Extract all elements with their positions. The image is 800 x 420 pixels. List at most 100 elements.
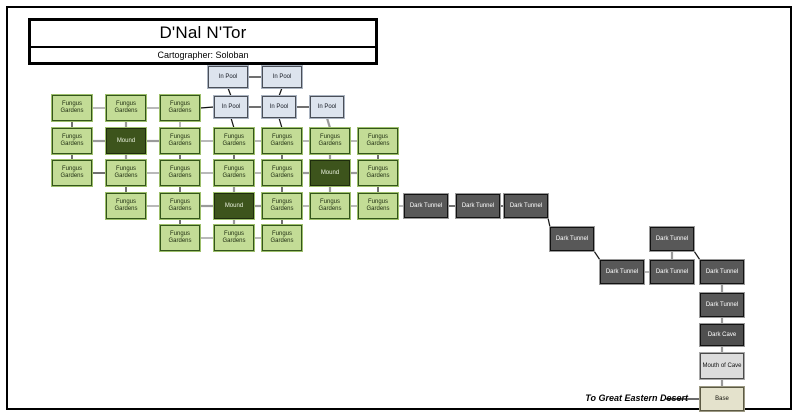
- node-label: Fungus Gardens: [366, 199, 390, 212]
- node-fungus-gardens[interactable]: Fungus Gardens: [309, 127, 351, 155]
- node-fungus-gardens[interactable]: Fungus Gardens: [213, 224, 255, 252]
- node-fungus-gardens[interactable]: Fungus Gardens: [213, 127, 255, 155]
- node-label: Fungus Gardens: [168, 231, 192, 244]
- node-fungus-gardens[interactable]: Fungus Gardens: [159, 192, 201, 220]
- node-label: Fungus Gardens: [222, 134, 246, 147]
- node-mound[interactable]: Mound: [213, 192, 255, 220]
- node-label: Dark Tunnel: [605, 268, 639, 275]
- node-in-pool[interactable]: In Pool: [309, 95, 345, 119]
- connection-edge: [230, 117, 235, 129]
- connection-edge: [325, 117, 332, 129]
- node-fungus-gardens[interactable]: Fungus Gardens: [105, 192, 147, 220]
- node-fungus-gardens[interactable]: Fungus Gardens: [261, 127, 303, 155]
- node-fungus-gardens[interactable]: Fungus Gardens: [159, 159, 201, 187]
- connection-edge: [547, 217, 551, 228]
- node-fungus-gardens[interactable]: Fungus Gardens: [105, 159, 147, 187]
- node-label: Dark Cave: [707, 331, 737, 338]
- node-label: Fungus Gardens: [366, 134, 390, 147]
- node-dark-tunnel[interactable]: Dark Tunnel: [455, 193, 501, 219]
- node-label: Dark Tunnel: [509, 202, 543, 209]
- node-label: Fungus Gardens: [114, 199, 138, 212]
- node-label: Dark Tunnel: [655, 235, 689, 242]
- node-label: Mound: [320, 169, 340, 176]
- node-dark-cave[interactable]: Dark Cave: [699, 323, 745, 347]
- node-mound[interactable]: Mound: [105, 127, 147, 155]
- node-label: Fungus Gardens: [60, 134, 84, 147]
- node-label: Mound: [224, 202, 244, 209]
- connection-edge: [278, 87, 283, 97]
- connection-edge: [278, 117, 283, 129]
- node-fungus-gardens[interactable]: Fungus Gardens: [105, 94, 147, 122]
- title-block: D'Nal N'Tor Cartographer: Soloban: [28, 18, 378, 65]
- node-label: In Pool: [218, 73, 238, 80]
- node-label: Dark Tunnel: [705, 268, 739, 275]
- node-label: Dark Tunnel: [409, 202, 443, 209]
- title-divider: [31, 45, 375, 48]
- node-in-pool[interactable]: In Pool: [213, 95, 249, 119]
- node-dark-tunnel[interactable]: Dark Tunnel: [699, 259, 745, 285]
- node-mound[interactable]: Mound: [309, 159, 351, 187]
- node-label: Fungus Gardens: [222, 166, 246, 179]
- node-in-pool[interactable]: In Pool: [261, 95, 297, 119]
- connection-edge: [227, 87, 232, 97]
- node-label: Dark Tunnel: [461, 202, 495, 209]
- connection-edge: [693, 250, 701, 261]
- node-dark-tunnel[interactable]: Dark Tunnel: [503, 193, 549, 219]
- node-label: Mound: [116, 137, 136, 144]
- connection-edge: [593, 250, 601, 261]
- node-fungus-gardens[interactable]: Fungus Gardens: [159, 127, 201, 155]
- node-fungus-gardens[interactable]: Fungus Gardens: [261, 159, 303, 187]
- node-label: Dark Tunnel: [655, 268, 689, 275]
- node-fungus-gardens[interactable]: Fungus Gardens: [213, 159, 255, 187]
- node-fungus-gardens[interactable]: Fungus Gardens: [261, 224, 303, 252]
- cartographer-label: Cartographer: Soloban: [157, 49, 249, 60]
- connection-edge: [199, 106, 215, 109]
- node-label: In Pool: [269, 103, 289, 110]
- node-label: Dark Tunnel: [555, 235, 589, 242]
- node-label: Fungus Gardens: [270, 166, 294, 179]
- node-fungus-gardens[interactable]: Fungus Gardens: [261, 192, 303, 220]
- node-fungus-gardens[interactable]: Fungus Gardens: [309, 192, 351, 220]
- node-dark-tunnel[interactable]: Dark Tunnel: [549, 226, 595, 252]
- node-label: Fungus Gardens: [270, 134, 294, 147]
- node-label: Fungus Gardens: [270, 199, 294, 212]
- node-label: Fungus Gardens: [114, 101, 138, 114]
- node-label: Fungus Gardens: [168, 166, 192, 179]
- node-label: Fungus Gardens: [168, 101, 192, 114]
- node-label: Fungus Gardens: [168, 134, 192, 147]
- node-label: Fungus Gardens: [318, 199, 342, 212]
- node-label: Fungus Gardens: [222, 231, 246, 244]
- node-fungus-gardens[interactable]: Fungus Gardens: [51, 159, 93, 187]
- node-mouth-of-cave[interactable]: Mouth of Cave: [699, 352, 745, 380]
- page-title: D'Nal N'Tor: [159, 23, 247, 42]
- node-in-pool[interactable]: In Pool: [207, 65, 249, 89]
- node-fungus-gardens[interactable]: Fungus Gardens: [357, 127, 399, 155]
- node-dark-tunnel[interactable]: Dark Tunnel: [403, 193, 449, 219]
- node-label: Fungus Gardens: [168, 199, 192, 212]
- node-base[interactable]: Base: [699, 386, 745, 412]
- node-label: Fungus Gardens: [366, 166, 390, 179]
- node-label: Mouth of Cave: [702, 362, 742, 369]
- node-fungus-gardens[interactable]: Fungus Gardens: [357, 192, 399, 220]
- node-fungus-gardens[interactable]: Fungus Gardens: [159, 94, 201, 122]
- node-label: In Pool: [221, 103, 241, 110]
- node-dark-tunnel[interactable]: Dark Tunnel: [699, 292, 745, 318]
- node-label: Dark Tunnel: [705, 301, 739, 308]
- node-label: Fungus Gardens: [60, 101, 84, 114]
- node-fungus-gardens[interactable]: Fungus Gardens: [159, 224, 201, 252]
- node-fungus-gardens[interactable]: Fungus Gardens: [51, 94, 93, 122]
- node-dark-tunnel[interactable]: Dark Tunnel: [649, 259, 695, 285]
- node-label: In Pool: [317, 103, 337, 110]
- node-dark-tunnel[interactable]: Dark Tunnel: [649, 226, 695, 252]
- node-fungus-gardens[interactable]: Fungus Gardens: [51, 127, 93, 155]
- node-label: Fungus Gardens: [114, 166, 138, 179]
- node-dark-tunnel[interactable]: Dark Tunnel: [599, 259, 645, 285]
- desert-exit-label: To Great Eastern Desert: [585, 393, 688, 403]
- node-label: In Pool: [272, 73, 292, 80]
- node-label: Base: [715, 395, 729, 402]
- node-label: Fungus Gardens: [270, 231, 294, 244]
- node-in-pool[interactable]: In Pool: [261, 65, 303, 89]
- node-fungus-gardens[interactable]: Fungus Gardens: [357, 159, 399, 187]
